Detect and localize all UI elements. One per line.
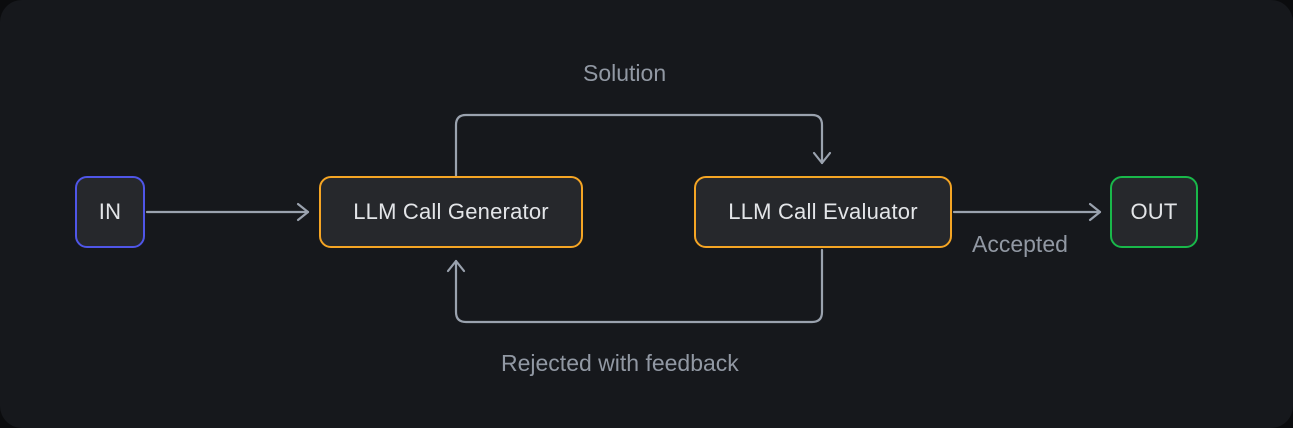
node-in[interactable]: IN (75, 176, 145, 248)
node-llm-call-generator[interactable]: LLM Call Generator (319, 176, 583, 248)
edge-generator-to-evaluator (454, 113, 832, 178)
edge-evaluator-to-out (952, 202, 1102, 222)
edge-label-accepted: Accepted (972, 231, 1068, 257)
node-out[interactable]: OUT (1110, 176, 1198, 248)
node-llm-call-evaluator[interactable]: LLM Call Evaluator (694, 176, 952, 248)
node-generator-label: LLM Call Generator (353, 199, 549, 224)
node-in-label: IN (98, 199, 122, 224)
edge-label-rejected-with-feedback: Rejected with feedback (501, 350, 739, 376)
edge-evaluator-to-generator (446, 248, 824, 324)
node-evaluator-label: LLM Call Evaluator (728, 199, 918, 224)
edge-in-to-generator (145, 202, 310, 222)
edge-label-solution: Solution (583, 60, 667, 86)
node-out-label: OUT (1130, 199, 1178, 224)
